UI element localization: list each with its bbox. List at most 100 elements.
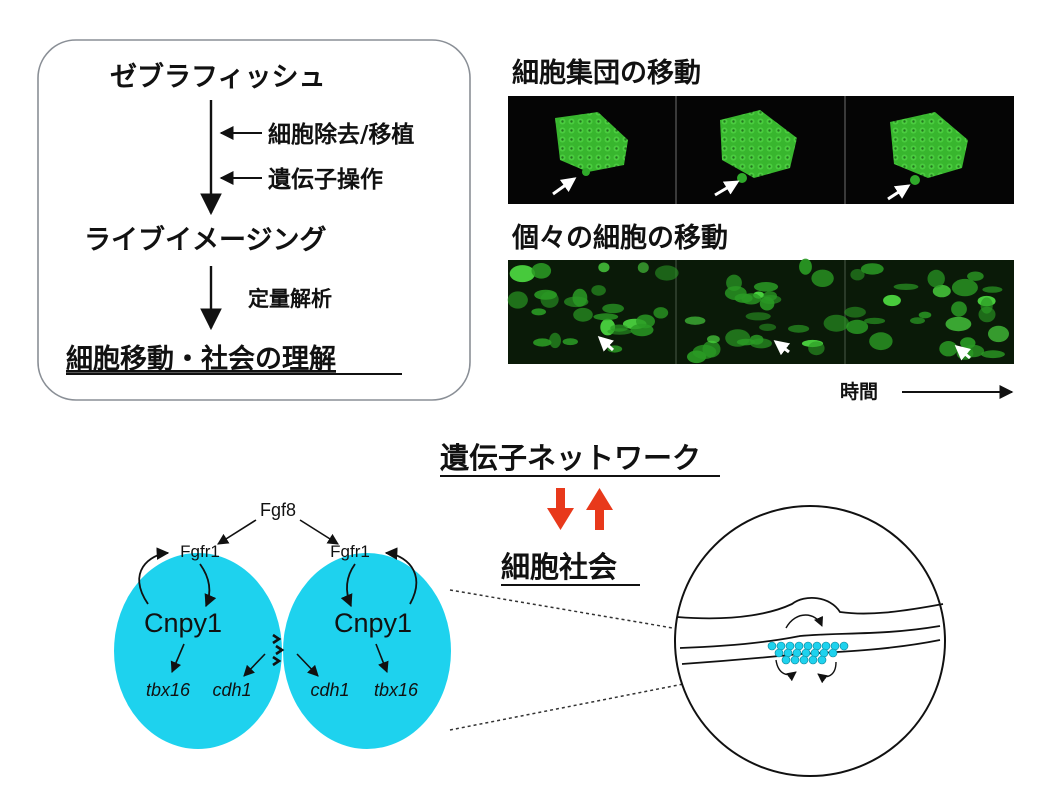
workflow-input-genetic: 遺伝子操作 (268, 167, 383, 193)
right-gene-cdh1: cdh1 (310, 680, 349, 700)
fluorescent-cell (982, 286, 1003, 293)
fluorescent-cell (741, 293, 762, 305)
fluorescent-cell (533, 338, 552, 347)
fluorescent-cell (844, 306, 866, 318)
fluorescent-cell (951, 301, 967, 317)
fluorescent-cell (598, 262, 610, 273)
fluorescent-cell (927, 269, 945, 288)
individual-frames (507, 258, 1014, 364)
right-cell (283, 553, 451, 749)
arrow-icon (954, 345, 972, 361)
individual-migration-title: 個々の細胞の移動 (511, 223, 728, 254)
fluorescent-cell (610, 324, 628, 332)
fluorescent-cell (811, 269, 834, 287)
group-frame-3 (887, 112, 968, 201)
fluorescent-cell (823, 314, 849, 332)
fluorescent-cell (630, 323, 654, 337)
ligand-fgf8: Fgf8 (260, 500, 296, 520)
left-receptor-fgfr1: Fgfr1 (180, 542, 220, 561)
fluorescent-cell (531, 308, 546, 316)
left-gene-tbx16: tbx16 (146, 680, 191, 700)
fluorescent-cell (759, 296, 775, 311)
fluorescent-cell (684, 316, 706, 325)
fluorescent-cell (507, 291, 528, 309)
fluorescent-cell (759, 323, 777, 331)
cluster-cell (767, 641, 777, 651)
individual-frame-1 (507, 262, 679, 353)
time-label: 時間 (840, 381, 878, 403)
cluster-cell (781, 655, 791, 665)
fluorescent-cell (988, 325, 1009, 343)
workflow-panel: ゼブラフィッシュ 細胞除去/移植 遺伝子操作 ライブイメージング 定量解析 細胞… (37, 39, 471, 401)
cluster-cell (828, 648, 838, 658)
fluorescent-cell (549, 332, 561, 349)
fluorescent-cell (749, 334, 764, 345)
left-gene-cdh1: cdh1 (212, 680, 251, 700)
fluorescent-cell (637, 262, 649, 273)
group-frame-2 (714, 110, 797, 197)
fluorescent-cell (753, 282, 779, 292)
fluorescent-cell (509, 265, 536, 283)
fluorescent-cell (978, 306, 996, 323)
cell-cluster (767, 641, 849, 665)
fluorescent-cell (939, 341, 958, 357)
fluorescent-cell (864, 317, 886, 325)
cluster-cell (839, 641, 849, 651)
fluorescent-cell (981, 350, 1005, 359)
embryo-outline (674, 505, 946, 777)
red-up-arrow-icon (586, 488, 613, 530)
workflow-zebrafish: ゼブラフィッシュ (110, 61, 325, 93)
gene-network-title: 遺伝子ネットワーク (440, 441, 701, 475)
fluorescent-cell (945, 316, 972, 332)
arrow-icon (887, 184, 911, 201)
group-frames (508, 96, 1014, 204)
cell-pair-diagram: Fgf8 Fgfr1 Cnpy1 tbx16 cdh1 Fgfr1 Cnpy1 … (114, 500, 451, 749)
fluorescent-cell (910, 317, 925, 324)
left-cell (114, 553, 282, 749)
fluorescent-cell (687, 350, 707, 364)
fluorescent-cell (951, 278, 978, 297)
fluorescent-cell (653, 307, 669, 319)
fluorescent-cell (602, 303, 624, 314)
fluorescent-cell (562, 338, 578, 346)
left-protein-cnpy1: Cnpy1 (144, 608, 222, 638)
fluorescent-cell (893, 283, 919, 290)
fluorescent-cell (967, 271, 984, 281)
cluster-cell (817, 655, 827, 665)
fluorescent-cell (573, 307, 593, 322)
fluorescent-cell (591, 285, 606, 296)
arrow-icon (597, 335, 615, 352)
right-receptor-fgfr1: Fgfr1 (330, 542, 370, 561)
cell-society-label: 細胞社会 (501, 550, 617, 584)
fluorescent-cell (593, 313, 619, 321)
fluorescent-cell (564, 296, 589, 308)
right-gene-tbx16: tbx16 (374, 680, 419, 700)
fluorescent-cell (726, 274, 742, 291)
fluorescent-cell (540, 291, 559, 308)
fluorescent-cell (799, 258, 812, 275)
cluster-cell (774, 648, 784, 658)
fluorescent-cell (846, 319, 869, 334)
imaging-panel: 細胞集団の移動 個々の細胞の移動 (507, 57, 1014, 403)
fluorescent-cell (869, 332, 893, 351)
cluster-cell (808, 655, 818, 665)
workflow-understanding: 細胞移動・社会の理解 (66, 343, 336, 375)
cluster-cell (790, 655, 800, 665)
workflow-input-removal: 細胞除去/移植 (268, 121, 414, 148)
individual-frame-2 (684, 258, 849, 364)
arrow-icon (714, 180, 740, 197)
workflow-live-imaging: ライブイメージング (84, 224, 326, 256)
fluorescent-cell (702, 340, 721, 358)
cluster-cell (799, 655, 809, 665)
adhesion-junction-icon (272, 633, 285, 667)
fluorescent-cell (655, 265, 679, 281)
arrow-icon (773, 340, 791, 356)
network-header: 遺伝子ネットワーク 細胞社会 (440, 441, 720, 586)
red-down-arrow-icon (547, 488, 574, 530)
fluorescent-cell (531, 263, 552, 279)
fluorescent-cell (883, 294, 901, 307)
workflow-frame (37, 39, 471, 401)
group-migration-title: 細胞集団の移動 (512, 57, 701, 89)
fluorescent-cell (788, 324, 810, 333)
